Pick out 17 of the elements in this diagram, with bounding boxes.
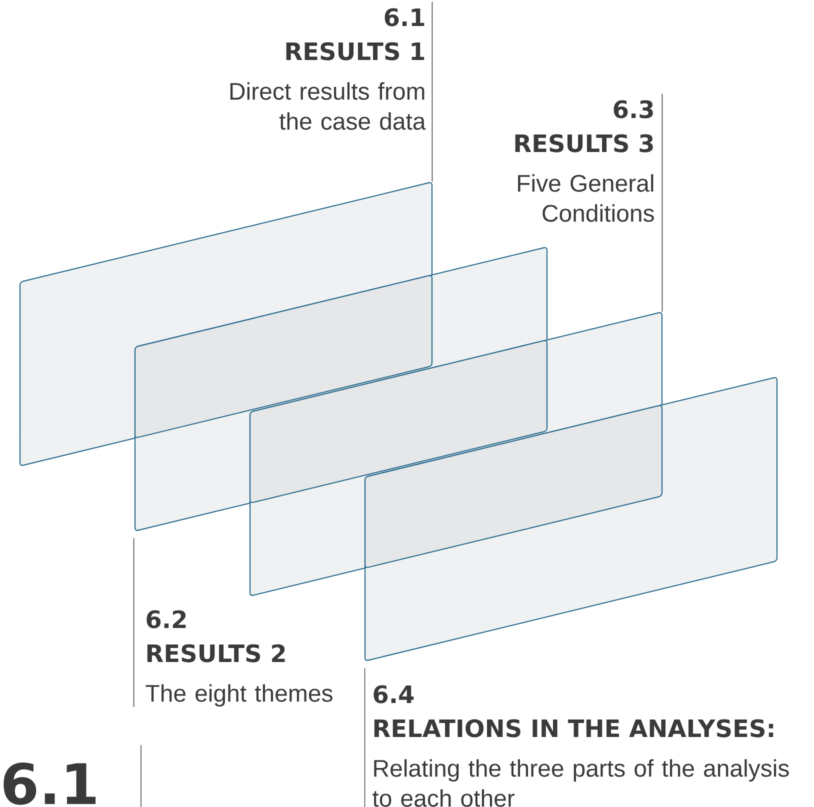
leader-line xyxy=(133,538,134,708)
section-title: RESULTS 1 xyxy=(286,42,424,60)
description: The eight themes xyxy=(146,684,332,707)
section-number: 6.1 xyxy=(384,8,424,26)
description: Five General Conditions xyxy=(518,174,654,222)
description: Direct results from the case data xyxy=(230,82,426,130)
section-number: 6.2 xyxy=(146,610,186,628)
description: Relating the three parts of the analysis to each other xyxy=(372,759,789,807)
leader-line xyxy=(364,668,366,807)
chapter-number: 6.1 xyxy=(4,762,96,805)
leader-line xyxy=(432,1,433,182)
leader-line xyxy=(662,93,663,312)
section-title: RESULTS 2 xyxy=(147,644,285,662)
section-title: RESULTS 3 xyxy=(515,134,653,152)
section-number: 6.4 xyxy=(374,685,414,704)
section-title: RELATIONS IN THE ANALYSES: xyxy=(374,719,774,738)
section-number: 6.3 xyxy=(614,100,653,118)
